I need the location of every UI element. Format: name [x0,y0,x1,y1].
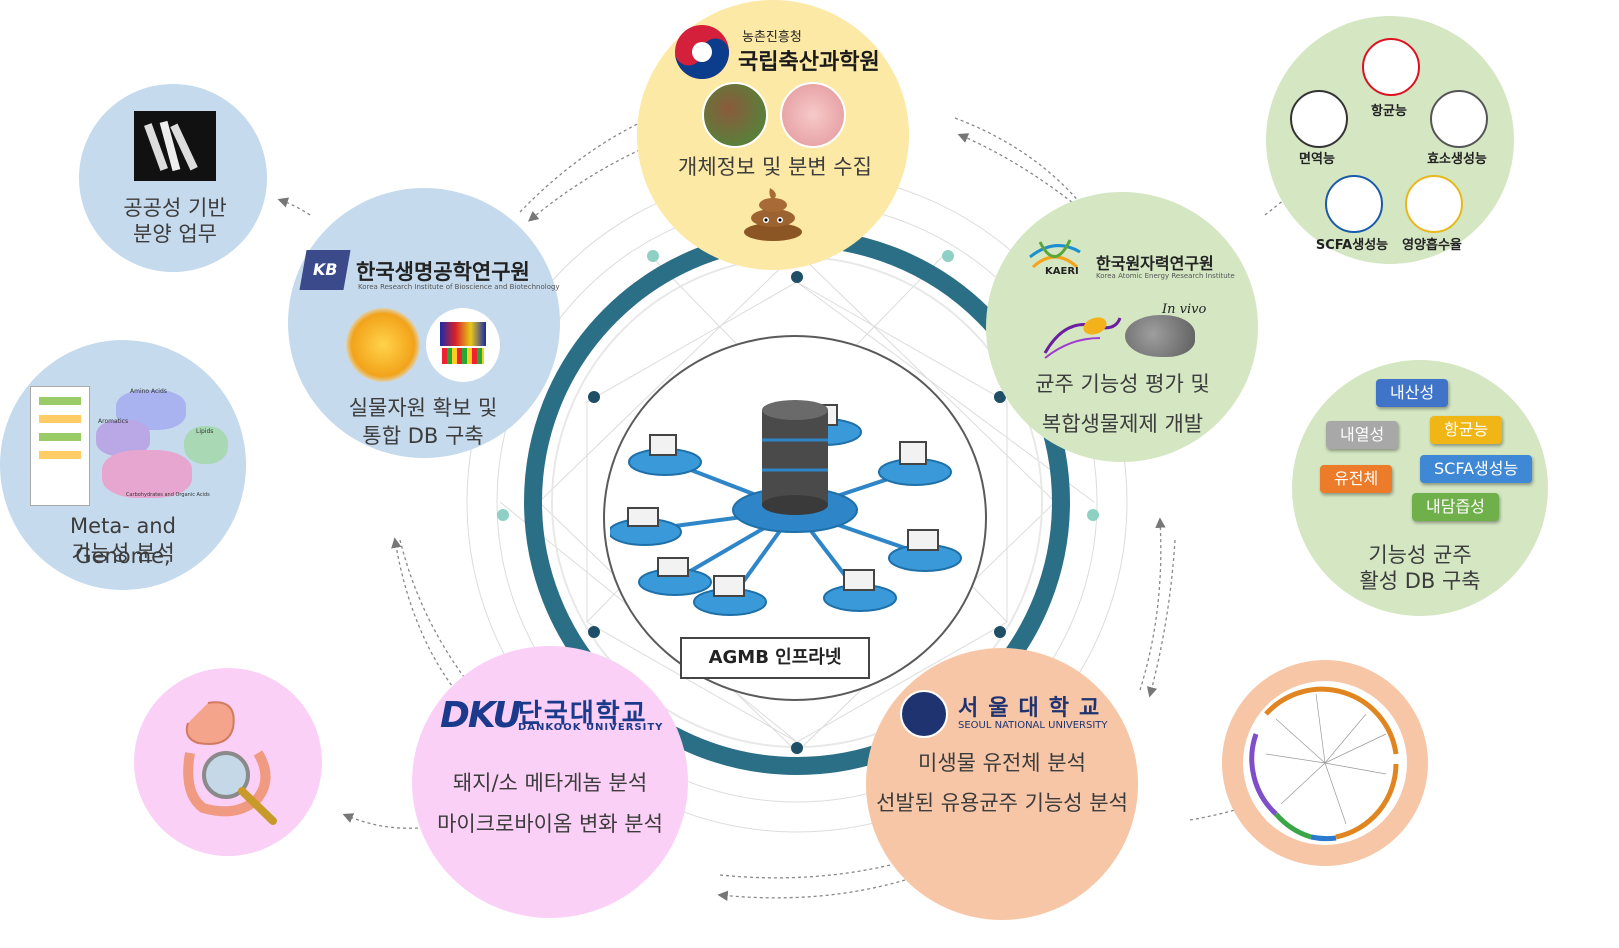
invivo-label: In vivo [1162,302,1207,317]
kaeri-caption-1: 균주 기능성 평가 및 [1035,372,1210,396]
nias-caption: 개체정보 및 분변 수집 [678,155,872,179]
pig-photo [780,82,846,148]
kribb-caption-2: 통합 DB 구축 [362,424,484,448]
immune-label: 면역능 [1299,152,1335,167]
cow-photo [702,82,768,148]
nutrient-label: 영양흡수율 [1402,238,1462,253]
pathway-diagram [30,386,90,506]
meta-caption-2: 기능성 분석 [71,541,175,565]
snu-emblem-icon [900,690,948,738]
dku-caption-1: 돼지/소 메타게놈 분석 [452,771,648,795]
center-label: AGMB 인프라넷 [680,637,870,679]
tag-scfa: SCFA생성능 [1420,455,1533,483]
bacteria-icon [1043,317,1122,359]
dku-name-en: DANKOOK UNIVERSITY [518,722,664,733]
dku-name: 단국대학교 [518,699,648,729]
kribb-circle [288,188,560,458]
enzyme-icon [1430,90,1488,148]
public-caption-1: 공공성 기반 [123,196,227,220]
snu-caption-1: 미생물 유전체 분석 [918,751,1086,775]
phylogenetic-tree-icon [1243,681,1407,845]
tag-genome: 유전체 [1320,465,1393,493]
kaeri-name-en: Korea Atomic Energy Research Institute [1096,272,1235,280]
snu-name-en: SEOUL NATIONAL UNIVERSITY [958,720,1108,731]
kaeri-circle [986,192,1258,462]
metabolic-map: Amino Acids Aromatics Lipids Carbohydrat… [92,386,232,502]
dku-logo-icon: DKU [440,695,522,736]
intestine-magnifier-icon [183,701,277,825]
enzyme-label: 효소생성능 [1427,152,1487,167]
kaeri-logo-icon [1029,239,1081,269]
poop-icon [744,188,802,241]
snu-caption-2: 선발된 유용균주 기능성 분석 [876,791,1128,815]
kaeri-caption-2: 복합생물제제 개발 [1041,412,1204,436]
snu-name: 서울대학교 [958,696,1110,721]
kribb-logo-icon: KB [299,250,351,290]
nutrient-icon [1405,175,1463,233]
mouse-photo [1125,315,1195,357]
tag-antibacterial: 항균능 [1430,416,1503,444]
nias-agency: 농촌진흥청 [742,30,802,45]
kaeri-abbr: KAERI [1045,266,1079,277]
sample-rack-photo [426,308,500,382]
dku-caption-2: 마이크로바이옴 변화 분석 [437,812,663,836]
kaeri-name: 한국원자력연구원 [1096,254,1214,273]
tag-bile: 내담즙성 [1412,493,1499,521]
kribb-name: 한국생명공학연구원 [356,260,530,284]
antibacterial-icon [1362,38,1420,96]
public-caption-2: 분양 업무 [133,222,217,246]
db-caption-1: 기능성 균주 [1368,543,1472,567]
kribb-caption-1: 실물자원 확보 및 [348,396,498,420]
scfa-label: SCFA생성능 [1315,238,1389,253]
db-caption-2: 활성 DB 구축 [1359,569,1481,593]
immune-icon [1290,90,1348,148]
tag-acid: 내산성 [1376,379,1449,407]
government-emblem-icon [675,25,729,79]
tag-heat: 내열성 [1326,421,1399,449]
nias-institute: 국립축산과학원 [738,50,880,75]
meta-caption-1: Meta- and Genome, [70,514,176,568]
snu-circle [866,648,1138,920]
vials-photo [134,111,216,181]
server-network-icon [610,400,962,616]
petri-dish-photo [346,308,420,382]
dku-circle [412,646,688,918]
antibacterial-label: 항균능 [1371,104,1407,119]
kribb-name-en: Korea Research Institute of Bioscience a… [358,283,560,291]
scfa-icon [1325,175,1383,233]
